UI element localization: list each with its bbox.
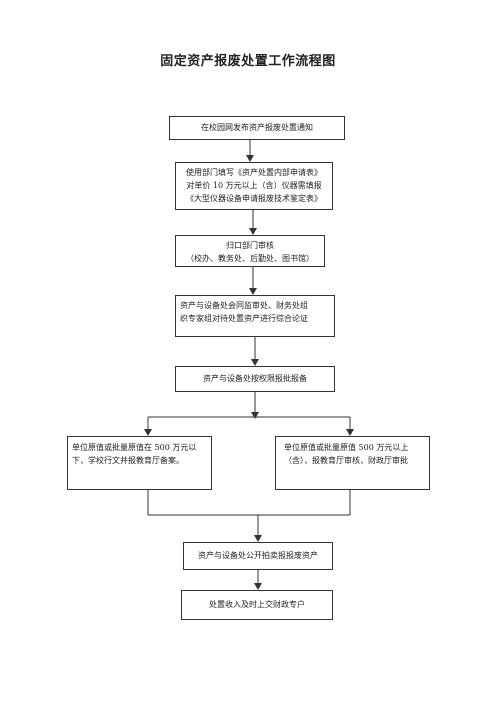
- step-department-review: 归口部门审核 （校办、教务处、后勤处、图书馆）: [175, 235, 325, 267]
- step-text: 《大型仪器设备申请报废技术鉴定表》: [186, 194, 322, 203]
- step-text: 归口部门审核: [226, 241, 274, 250]
- step-text: 资产与设备处公开拍卖报报废资产: [198, 551, 318, 560]
- arrowhead-2-3: [249, 228, 257, 235]
- arrowhead-1-2: [246, 155, 254, 162]
- step-public-auction: 资产与设备处公开拍卖报报废资产: [183, 542, 333, 570]
- arrowhead-3-4: [249, 288, 257, 295]
- step-text: 资产与设备处会同监审处、财务处组: [180, 301, 308, 310]
- step-fill-application: 使用部门填写《资产处置内部申请表》 对单价 10 万元以上（含）仪器需填报 《大…: [175, 162, 333, 210]
- step-text: 对单价 10 万元以上（含）仪器需填报: [186, 181, 322, 190]
- step-publish-notice: 在校园网发布资产报废处置通知: [169, 116, 345, 140]
- arrowhead-merge-6: [254, 535, 262, 542]
- step-text: 织专家组对待处置资产进行综合论证: [180, 314, 308, 323]
- branch-above-500: 单位原值或批量原值 500 万元以上 （含），报教育厅审核，财政厅审批: [275, 436, 430, 490]
- branch-text: （含），报教育厅审核，财政厅审批: [284, 456, 408, 465]
- step-text: 在校园网发布资产报废处置通知: [201, 123, 313, 132]
- branch-text: 下，学校行文并报教育厅备案。: [72, 456, 184, 465]
- arrowhead-4-5: [251, 359, 259, 366]
- arrowhead-split-right: [346, 429, 354, 436]
- arrowhead-5-split: [251, 412, 259, 419]
- step-approval-filing: 资产与设备处按权限报批报备: [175, 366, 335, 392]
- step-text: 使用部门填写《资产处置内部申请表》: [186, 168, 322, 177]
- page-title: 固定资产报废处置工作流程图: [160, 54, 336, 69]
- step-expert-evaluation: 资产与设备处会同监审处、财务处组 织专家组对待处置资产进行综合论证: [175, 295, 335, 337]
- arrowhead-6-7: [254, 583, 262, 590]
- step-text: 处置收入及时上交财政专户: [209, 600, 305, 609]
- arrowhead-split-left: [144, 429, 152, 436]
- step-text: 资产与设备处按权限报批报备: [203, 374, 307, 383]
- branch-text: 单位原值或批量原值在 500 万元以: [72, 443, 197, 452]
- step-income-submission: 处置收入及时上交财政专户: [181, 590, 333, 620]
- branch-below-500: 单位原值或批量原值在 500 万元以 下，学校行文并报教育厅备案。: [67, 436, 212, 490]
- step-text: （校办、教务处、后勤处、图书馆）: [186, 254, 314, 263]
- branch-text: 单位原值或批量原值 500 万元以上: [284, 443, 409, 452]
